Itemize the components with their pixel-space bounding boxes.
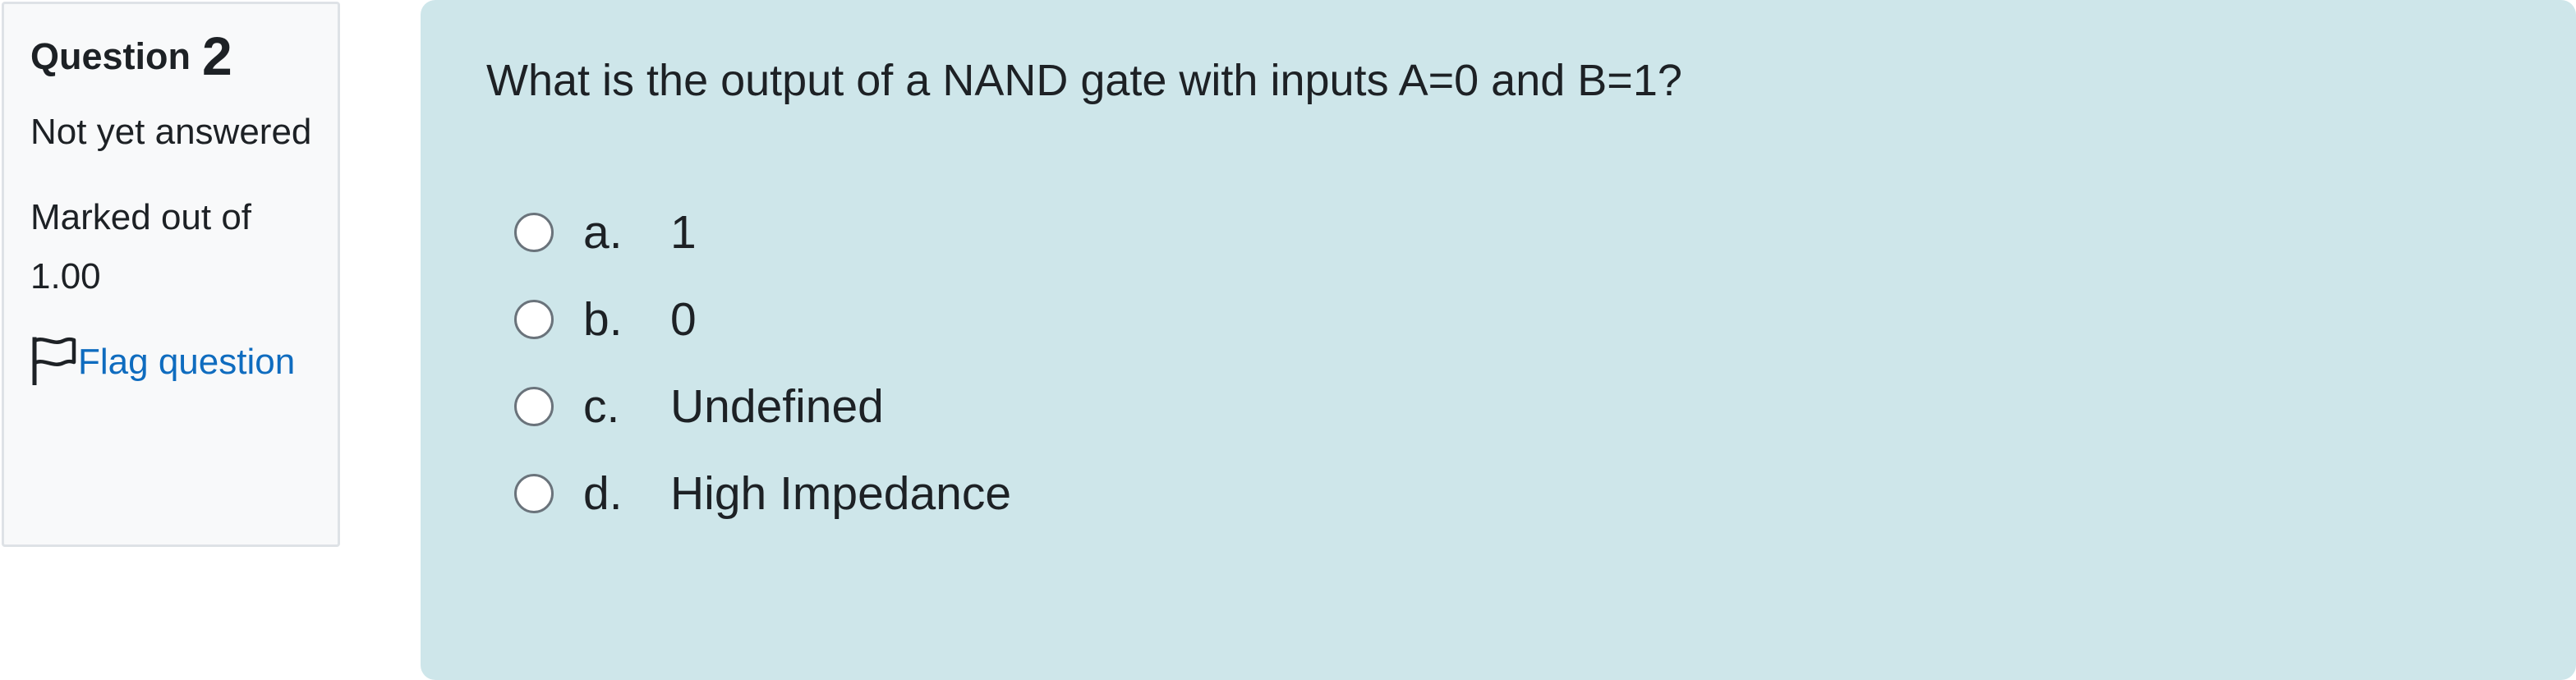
answer-option-b[interactable]: b. 0 <box>514 276 2576 363</box>
answer-text: Undefined <box>670 380 884 433</box>
radio-button-b[interactable] <box>514 300 554 339</box>
answer-option-a[interactable]: a. 1 <box>514 189 2576 276</box>
answer-text: 1 <box>670 206 697 259</box>
radio-button-a[interactable] <box>514 213 554 252</box>
question-number: 2 <box>202 25 232 86</box>
question-label: Question <box>30 34 191 77</box>
answer-text: 0 <box>670 293 697 346</box>
question-info: Question 2 Not yet answered Marked out o… <box>2 2 340 547</box>
answer-letter: c. <box>583 380 620 433</box>
answer-letter: d. <box>583 467 623 520</box>
answer-option-d[interactable]: d. High Impedance <box>514 450 2576 537</box>
question-number-heading: Question 2 <box>30 27 311 85</box>
answer-option-c[interactable]: c. Undefined <box>514 363 2576 450</box>
flag-question-label: Flag question <box>78 342 296 382</box>
flag-icon <box>32 337 76 385</box>
answer-letter: a. <box>583 206 623 259</box>
question-content: What is the output of a NAND gate with i… <box>421 0 2576 680</box>
question-text: What is the output of a NAND gate with i… <box>486 56 1682 105</box>
answer-list: a. 1 b. 0 c. Undefined d. High Impedance <box>486 189 2576 537</box>
answer-letter: b. <box>583 293 623 346</box>
question-state: Not yet answered <box>30 112 312 152</box>
answer-text: High Impedance <box>670 467 1012 520</box>
radio-button-d[interactable] <box>514 474 554 513</box>
question-grade: Marked out of 1.00 <box>30 197 252 296</box>
radio-button-c[interactable] <box>514 387 554 426</box>
flag-question-link[interactable]: Flag question <box>30 333 318 392</box>
